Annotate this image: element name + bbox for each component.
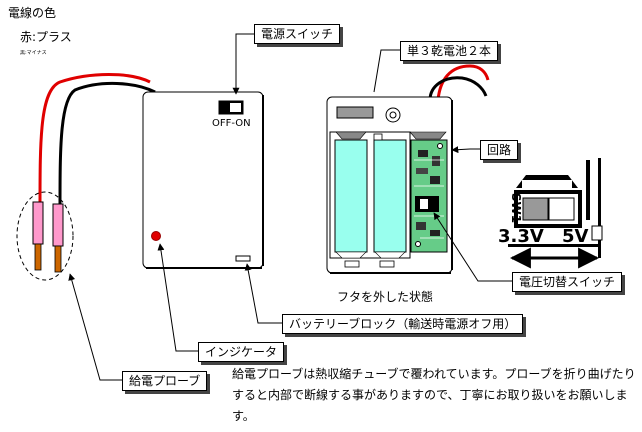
red-wire bbox=[38, 73, 151, 209]
red-wire-legend: 赤:プラス bbox=[20, 30, 72, 44]
battery-label: 単３乾電池２本 bbox=[400, 41, 499, 61]
battery-cell-1 bbox=[334, 139, 368, 253]
probe-black-tube bbox=[52, 203, 64, 247]
probe-black-tip bbox=[54, 245, 62, 273]
probe-red-tube bbox=[32, 201, 44, 245]
battery-block-label: バッテリーブロック（輸送時電源オフ用） bbox=[282, 314, 524, 334]
indicator-led bbox=[151, 231, 161, 241]
probe-red-tip bbox=[34, 243, 42, 271]
sw-label: SW1 bbox=[509, 193, 523, 223]
probe-label: 給電プローブ bbox=[122, 371, 208, 391]
voltage-switch-label: 電圧切替スイッチ bbox=[512, 272, 623, 292]
indicator-label: インジケータ bbox=[198, 342, 285, 362]
circuit-label: 回路 bbox=[480, 140, 519, 160]
right-black-wire bbox=[428, 76, 488, 101]
probe-dashed-outline bbox=[16, 191, 74, 281]
off-on-label: OFF-ON bbox=[212, 118, 251, 129]
battery-cell-2 bbox=[373, 139, 407, 253]
black-wire-legend: 黒:マイナス bbox=[20, 50, 47, 56]
cover-removed-caption: フタを外した状態 bbox=[337, 290, 434, 304]
left-voltage-label: 3.3V bbox=[498, 226, 544, 247]
right-voltage-label: 5V bbox=[562, 226, 589, 247]
right-red-wire bbox=[436, 64, 490, 101]
handling-note: 給電プローブは熱収縮チューブで覆われています。プローブを折り曲げたりすると内部で… bbox=[232, 367, 636, 423]
battery-block-slot[interactable] bbox=[235, 255, 251, 262]
power-switch-label: 電源スイッチ bbox=[254, 24, 341, 44]
wire-color-title: 電線の色 bbox=[8, 6, 57, 20]
black-wire bbox=[58, 82, 156, 211]
